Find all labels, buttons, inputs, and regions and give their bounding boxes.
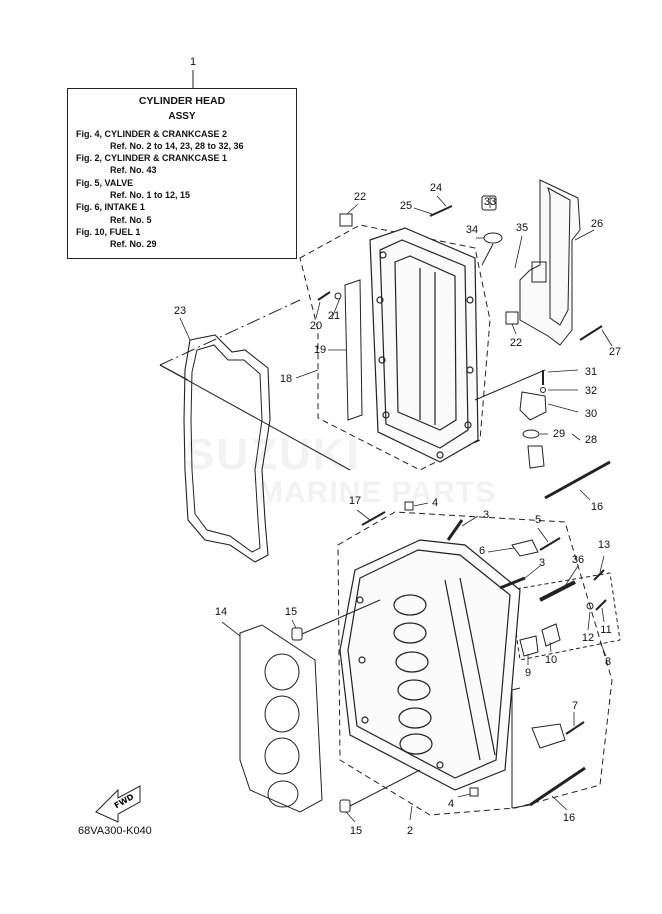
cap-4-upper (404, 501, 414, 511)
legend-line: Ref. No. 2 to 14, 23, 28 to 32, 36 (110, 140, 244, 151)
callout-27: 27 (608, 346, 622, 358)
callout-18: 18 (279, 373, 293, 385)
grommet-right (505, 311, 519, 325)
sensor-28 (527, 445, 545, 469)
cap-4-lower (469, 787, 479, 797)
callout-34: 34 (465, 224, 479, 236)
o-ring (483, 232, 503, 244)
callout-15: 15 (284, 606, 298, 618)
callout-15: 15 (349, 825, 363, 837)
sensor-36 (539, 580, 576, 602)
sensor-body (519, 391, 547, 421)
callout-26: 26 (590, 218, 604, 230)
callout-11: 11 (600, 624, 612, 636)
grommet-top (339, 213, 353, 227)
callout-6: 6 (478, 545, 486, 557)
cylinder-head (339, 539, 521, 791)
callout-16: 16 (562, 812, 576, 824)
legend-line: Fig. 4, CYLINDER & CRANKCASE 2 (76, 128, 228, 139)
drawing-code: 68VA300-K040 (78, 825, 152, 837)
callout-2: 2 (406, 825, 414, 837)
long-bolt-upper (544, 460, 611, 500)
callout-28: 28 (584, 434, 598, 446)
bolt-24 (429, 205, 453, 217)
legend-line: Fig. 2, CYLINDER & CRANKCASE 1 (76, 153, 228, 164)
o-ring-29 (522, 429, 540, 439)
callout-13: 13 (597, 539, 611, 551)
callout-17: 17 (348, 495, 362, 507)
callout-4: 4 (447, 798, 455, 810)
callout-7: 7 (571, 700, 579, 712)
cover-seal-gasket (183, 334, 271, 563)
washer-32 (540, 387, 546, 393)
callout-1: 1 (189, 56, 197, 68)
watermark-subtitle: MARINE PARTS (258, 476, 497, 509)
callout-9: 9 (524, 667, 532, 679)
legend-line: Ref. No. 29 (110, 239, 157, 250)
callout-10: 10 (544, 654, 558, 666)
sensor-bracket (519, 179, 581, 346)
callout-36: 36 (571, 554, 585, 566)
callout-23: 23 (173, 305, 187, 317)
callout-8: 8 (604, 656, 612, 668)
pin-3-lower (499, 576, 526, 590)
legend-line: Fig. 10, FUEL 1 (76, 226, 141, 237)
callout-20: 20 (309, 320, 323, 332)
callout-3: 3 (538, 557, 546, 569)
head-group-outline (337, 511, 613, 816)
callout-4: 4 (431, 497, 439, 509)
watermark-brand: SUZUKI (185, 430, 361, 479)
callout-21: 21 (327, 310, 341, 322)
legend-line: Fig. 6, INTAKE 1 (76, 202, 145, 213)
legend-subtitle: ASSY (168, 111, 196, 123)
legend-line: Ref. No. 5 (110, 214, 152, 225)
bolt-27 (579, 325, 603, 341)
callout-35: 35 (515, 222, 529, 234)
plug-9 (519, 635, 539, 657)
callout-5: 5 (534, 514, 542, 526)
callout-16: 16 (590, 501, 604, 513)
bolt-11 (595, 599, 607, 611)
bolt-5 (539, 537, 561, 551)
head-gasket (239, 624, 323, 813)
callout-12: 12 (581, 632, 595, 644)
bolt-17 (361, 511, 386, 526)
dowel-upper (291, 627, 303, 641)
callout-22: 22 (509, 337, 523, 349)
callout-30: 30 (584, 408, 598, 420)
callout-32: 32 (584, 385, 598, 397)
dowel-lower (339, 799, 351, 813)
callout-25: 25 (399, 200, 413, 212)
callout-33: 33 (483, 196, 497, 208)
leader-lines (179, 195, 613, 823)
bolt-20 (317, 291, 331, 301)
callout-29: 29 (552, 428, 566, 440)
callout-22: 22 (353, 191, 367, 203)
fwd-arrow-icon (95, 785, 141, 823)
legend-line: Ref. No. 43 (110, 165, 157, 176)
callout-31: 31 (584, 366, 598, 378)
clamp-6 (511, 539, 539, 557)
callout-24: 24 (429, 182, 443, 194)
bolt-13 (593, 569, 605, 581)
cover-plate-gasket (344, 279, 363, 421)
legend-title: CYLINDER HEAD (138, 95, 226, 107)
legend-box: CYLINDER HEAD ASSY Fig. 4, CYLINDER & CR… (67, 88, 297, 259)
washer-12 (586, 602, 594, 610)
callout-14: 14 (214, 606, 228, 618)
legend-line: Fig. 5, VALVE (76, 177, 134, 188)
pin-3-upper (446, 519, 464, 541)
bracket-7 (531, 723, 566, 749)
washer-21 (334, 292, 342, 300)
callout-19: 19 (313, 344, 327, 356)
long-bolt-lower (529, 766, 586, 807)
legend-line: Ref. No. 1 to 12, 15 (110, 190, 191, 201)
seal-10 (541, 623, 561, 647)
filler-cap (481, 195, 497, 211)
head-cover (369, 227, 479, 463)
callout-3: 3 (482, 509, 490, 521)
